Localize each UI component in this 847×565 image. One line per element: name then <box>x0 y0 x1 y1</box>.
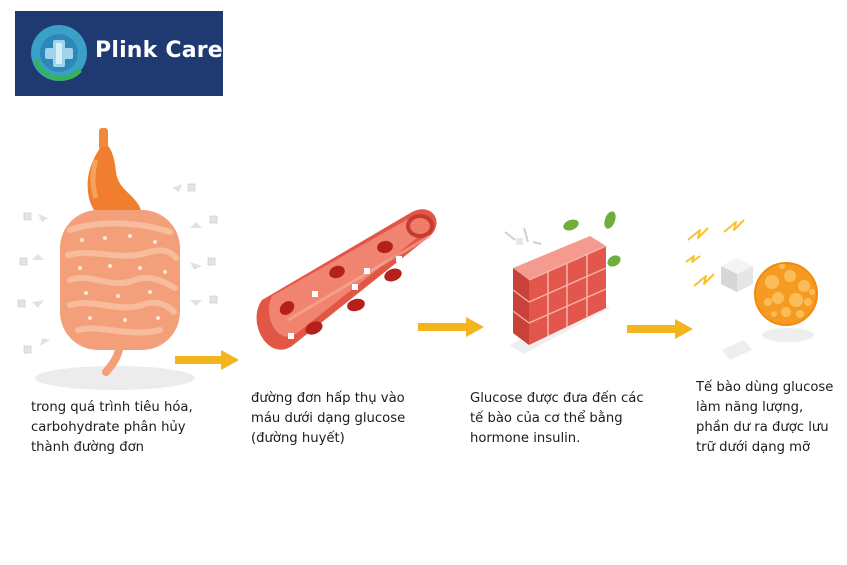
fat-cell-energy-illustration <box>685 219 818 360</box>
caption-line: carbohydrate phân hủy <box>31 420 186 435</box>
arrow-right-icon <box>627 319 693 339</box>
arrow-right-icon <box>418 317 484 337</box>
caption-line: (đường huyết) <box>251 431 345 446</box>
step-caption-absorption: đường đơn hấp thụ vào máu dưới dạng gluc… <box>251 389 421 449</box>
caption-line: trữ dưới dạng mỡ <box>696 440 811 455</box>
step-caption-insulin: Glucose được đưa đến các tế bào của cơ t… <box>470 389 660 449</box>
caption-line: máu dưới dạng glucose <box>251 411 406 426</box>
caption-line: Glucose được đưa đến các <box>470 391 644 406</box>
caption-line: hormone insulin. <box>470 431 581 446</box>
caption-line: Tế bào dùng glucose <box>696 380 834 395</box>
brand-logo: Plink Care <box>15 11 223 96</box>
caption-line: làm năng lượng, <box>696 400 804 415</box>
caption-line: tế bào của cơ thể bằng <box>470 411 623 426</box>
blood-vessel-illustration <box>256 209 437 350</box>
step-caption-digestion: trong quá trình tiêu hóa, carbohydrate p… <box>31 398 221 458</box>
caption-line: đường đơn hấp thụ vào <box>251 391 405 406</box>
caption-line: thành đường đơn <box>31 440 145 455</box>
caption-line: trong quá trình tiêu hóa, <box>31 400 193 415</box>
medical-cross-icon <box>31 25 87 81</box>
step-caption-energy: Tế bào dùng glucose làm năng lượng, phần… <box>696 378 842 458</box>
digestive-system-illustration <box>17 128 218 390</box>
arrow-right-icon <box>175 350 239 370</box>
caption-line: phần dư ra được lưu <box>696 420 829 435</box>
cell-block-illustration <box>504 211 621 354</box>
brand-name: Plink Care <box>95 38 223 63</box>
